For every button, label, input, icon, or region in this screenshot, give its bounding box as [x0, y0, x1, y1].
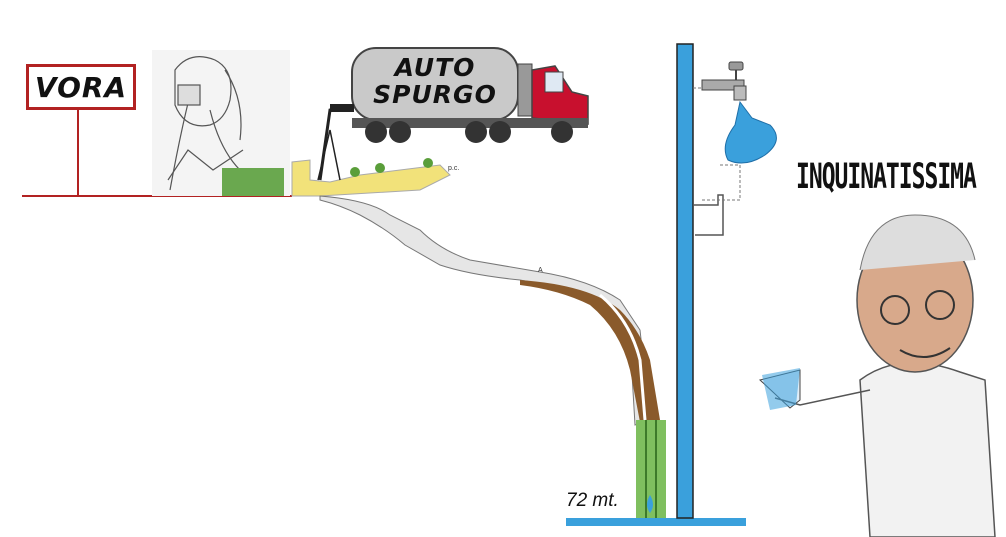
sediment-flow: [520, 280, 660, 422]
tanker-truck: [317, 47, 589, 181]
truck-label-line2: SPURGO: [373, 80, 497, 109]
green-container: [222, 168, 284, 196]
marker-label: A: [538, 267, 543, 274]
faucet-icon: [701, 61, 747, 101]
depth-label: 72 mt.: [566, 490, 619, 511]
water-pipe: [676, 43, 694, 519]
surface-terrain: [291, 159, 451, 197]
sketch-figure: [152, 50, 290, 196]
water-splash-icon: [724, 100, 777, 164]
caricature-man: [758, 214, 996, 537]
truck-label-line1: AUTO: [394, 53, 476, 82]
water-drop-icon: [647, 495, 653, 513]
truck-label: AUTO SPURGO: [360, 54, 510, 108]
pipe-branch: [693, 194, 724, 236]
tree-icon: [350, 158, 433, 177]
headline: INQUINATISSIMA: [796, 158, 977, 197]
sign-text: VORA: [34, 70, 128, 104]
cave-label: p.c.: [448, 165, 459, 172]
drinking-glass-icon: [762, 368, 800, 410]
water-trickle: [599, 293, 647, 421]
vora-sign: VORA: [26, 64, 136, 110]
aquifer-base: [566, 518, 746, 526]
